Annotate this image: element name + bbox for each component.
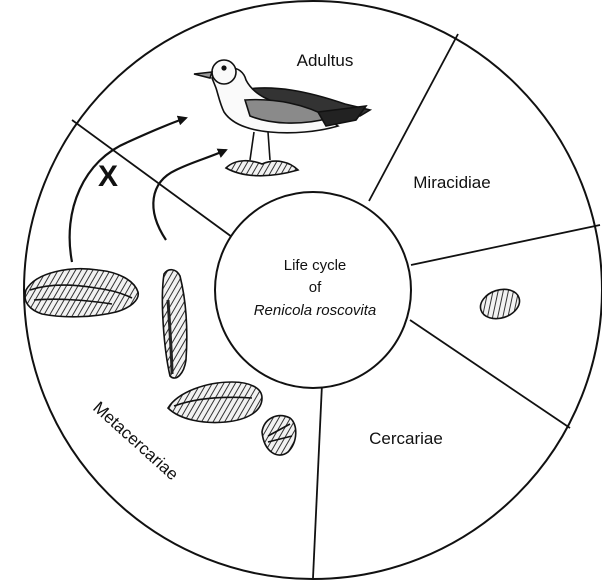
center-title-line1: Life cycle — [284, 257, 347, 274]
label-miracidia: Miracidiae — [413, 173, 490, 192]
blocked-transmission-marker: X — [98, 160, 118, 193]
oyster-icon — [25, 269, 138, 317]
label-cercaria: Cercariae — [369, 429, 443, 448]
center-title-line2: of — [309, 279, 322, 296]
center-title-line3: Renicola roscovita — [254, 302, 377, 319]
label-adult: Adultus — [297, 51, 354, 70]
